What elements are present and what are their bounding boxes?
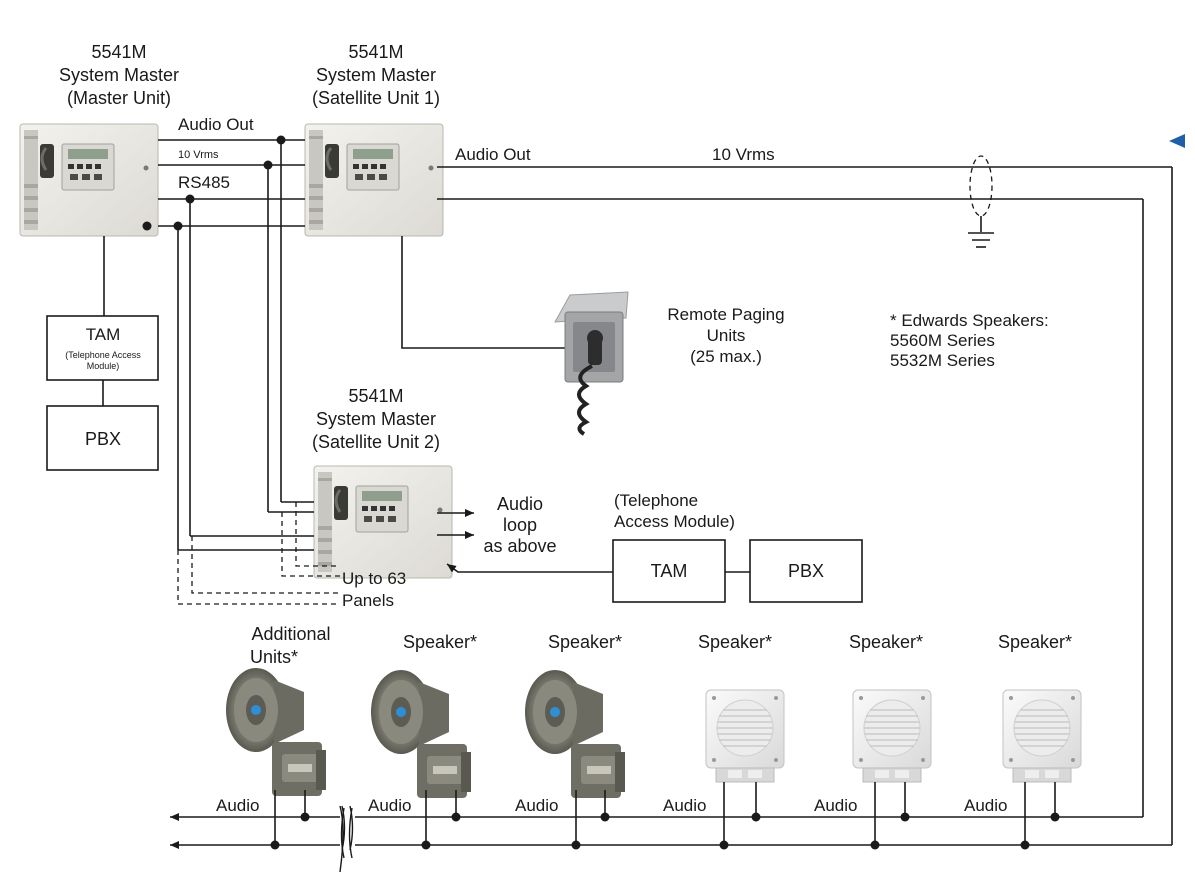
audio-loop-line2: loop <box>503 515 537 535</box>
speaker-label-1: Speaker* <box>403 632 477 652</box>
system-master-panel-satellite-1 <box>303 122 445 238</box>
horn-speaker-icon <box>226 668 326 796</box>
audio-loop-line1: Audio <box>497 494 543 514</box>
tam-left-sub1: (Telephone Access <box>65 350 141 360</box>
remote-paging-wire <box>401 236 565 349</box>
vrms-label-2: 10 Vrms <box>712 145 775 164</box>
ground-icon <box>968 155 994 248</box>
master-model: 5541M <box>91 42 146 62</box>
master-sub: (Master Unit) <box>67 88 171 108</box>
satellite-audio-loop <box>437 166 1173 845</box>
pbx-bottom-label: PBX <box>788 561 824 581</box>
system-master-panel-master <box>18 122 160 238</box>
pbx-left-label: PBX <box>85 429 121 449</box>
sat2-sub: (Satellite Unit 2) <box>312 432 440 452</box>
speaker-label-3: Speaker* <box>698 632 772 652</box>
paging-station-icon <box>554 291 629 436</box>
pbx-box-left <box>46 405 159 471</box>
horn-speaker-icon <box>371 670 471 798</box>
up-to-63-label: Up to 63 <box>342 569 406 588</box>
sat1-model: 5541M <box>348 42 403 62</box>
edwards-line2: 5560M Series <box>890 331 995 350</box>
edwards-line3: 5532M Series <box>890 351 995 370</box>
audio-out-label-2: Audio Out <box>455 145 531 164</box>
remote-paging-line1: Remote Paging <box>667 305 784 324</box>
sat1-sub: (Satellite Unit 1) <box>312 88 440 108</box>
additional-units-line2: Units* <box>250 647 298 667</box>
audio-bus-label-1: Audio <box>216 796 259 815</box>
audio-loop-line3: as above <box>483 536 556 556</box>
master-title: System Master <box>59 65 179 85</box>
master-to-satellite-wiring <box>142 135 340 605</box>
audio-out-label-1: Audio Out <box>178 115 254 134</box>
page-arrow-icon[interactable] <box>1169 134 1185 148</box>
wall-speaker-icon <box>1002 689 1082 783</box>
wall-speaker-icon <box>852 689 932 783</box>
pbx-box-bottom <box>749 539 863 603</box>
speaker-bus <box>170 805 1172 873</box>
vrms-label-1: 10 Vrms <box>178 149 219 161</box>
tam-left-label: TAM <box>86 325 121 344</box>
tam-box-left <box>46 315 159 381</box>
remote-paging-line3: (25 max.) <box>690 347 762 366</box>
audio-bus-label-4: Audio <box>663 796 706 815</box>
tam-left-sub2: Module) <box>87 361 120 371</box>
horn-speaker-icon <box>525 670 625 798</box>
wall-speaker-icon <box>705 689 785 783</box>
tam-module-line1: (Telephone <box>614 491 698 510</box>
panels-label: Panels <box>342 591 394 610</box>
edwards-line1: * Edwards Speakers: <box>890 311 1049 330</box>
remote-paging-line2: Units <box>707 326 746 345</box>
tam-box-bottom <box>612 539 726 603</box>
audio-bus-label-6: Audio <box>964 796 1007 815</box>
tam-bottom-label: TAM <box>651 561 688 581</box>
tam-module-line2: Access Module) <box>614 512 735 531</box>
sat1-title: System Master <box>316 65 436 85</box>
system-master-panel-satellite-2 <box>312 464 454 580</box>
additional-units-line1: Additional <box>251 624 330 644</box>
sat2-model: 5541M <box>348 386 403 406</box>
audio-bus-label-2: Audio <box>368 796 411 815</box>
rs485-label: RS485 <box>178 173 230 192</box>
speaker-label-4: Speaker* <box>849 632 923 652</box>
sat2-title: System Master <box>316 409 436 429</box>
audio-bus-label-5: Audio <box>814 796 857 815</box>
speaker-label-5: Speaker* <box>998 632 1072 652</box>
speaker-label-2: Speaker* <box>548 632 622 652</box>
audio-bus-label-3: Audio <box>515 796 558 815</box>
